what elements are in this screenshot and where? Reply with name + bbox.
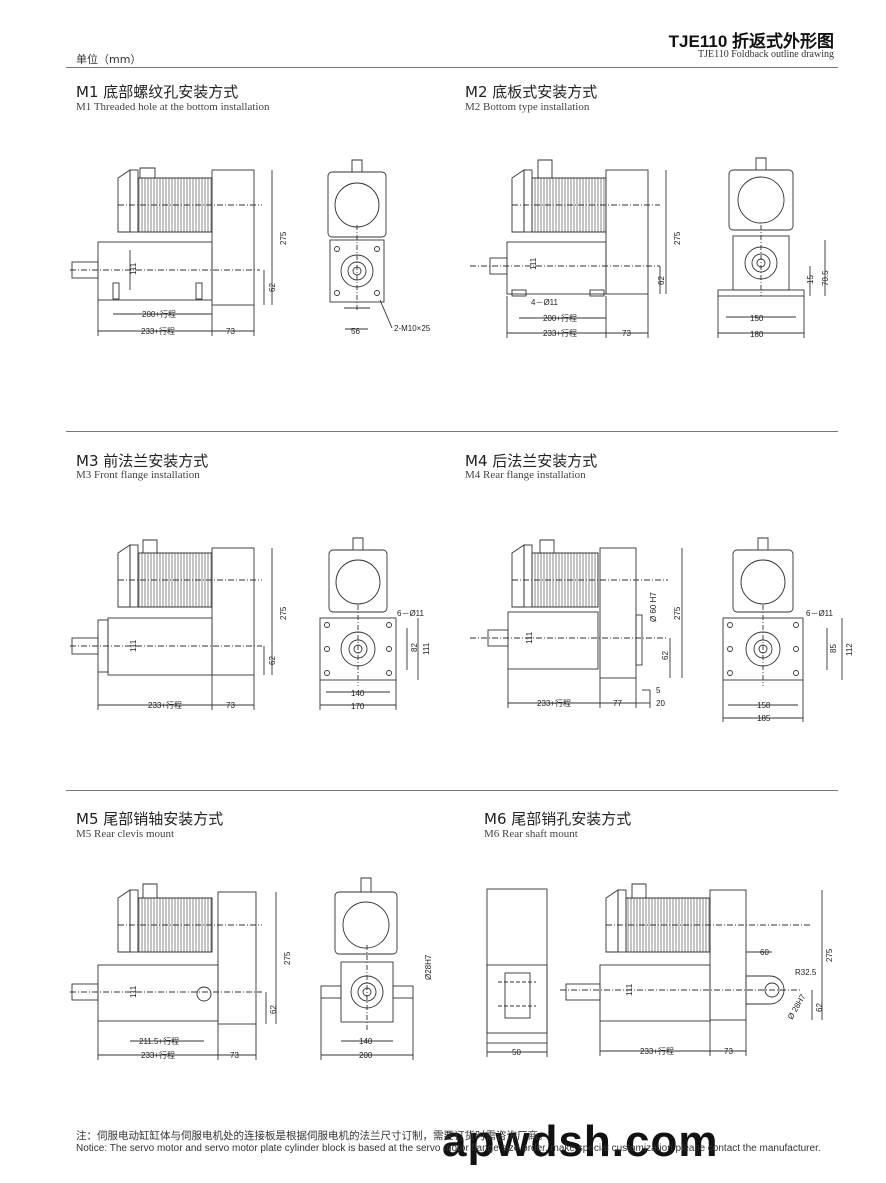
m3-dim-w2: 170 xyxy=(351,702,365,711)
m5-title: M5 尾部销轴安装方式 xyxy=(76,810,224,828)
m4-title: M4 后法兰安装方式 xyxy=(465,452,598,470)
m1-title: M1 底部螺纹孔安装方式 xyxy=(76,83,239,101)
m1-dim-axis: 62 xyxy=(268,283,277,292)
m2-dim-w2: 180 xyxy=(750,330,764,339)
m6-dim-height: 275 xyxy=(825,948,834,962)
m6-dim-bore: 111 xyxy=(625,983,634,996)
m2-dim-len1: 200+行程 xyxy=(543,313,577,323)
m2-dim-h1: 15 xyxy=(806,275,815,284)
page-subtitle: TJE110 Foldback outline drawing xyxy=(698,49,834,60)
m5-dim-w2: 200 xyxy=(359,1051,373,1060)
m1-dim-bore: 111 xyxy=(129,262,138,275)
m4-dim-bore: 111 xyxy=(525,631,534,644)
footer-note-en: Notice: The servo motor and servo motor … xyxy=(76,1143,821,1154)
m4-dim-h2: 112 xyxy=(845,643,854,656)
m6-plan-view xyxy=(486,888,548,1057)
m4-dim-tail: 77 xyxy=(613,699,622,708)
m3-dim-tail: 73 xyxy=(226,701,235,710)
m2-title: M2 底板式安装方式 xyxy=(465,83,598,101)
m6-side-view xyxy=(560,883,823,1056)
m1-dim-w: 56 xyxy=(351,327,360,336)
m6-dim-pin: Ø 28H7 xyxy=(786,992,808,1021)
m6-dim-axis: 62 xyxy=(815,1003,824,1012)
m3-dim-height: 275 xyxy=(279,606,288,620)
m4-dim-t1: 5 xyxy=(656,686,661,695)
footer-note-zh: 注：伺服电动缸缸体与伺服电机处的连接板是根据伺服电机的法兰尺寸订制，需要订货时需… xyxy=(76,1130,549,1142)
m1-side-view xyxy=(70,167,273,336)
m2-subtitle: M2 Bottom type installation xyxy=(465,101,590,113)
m3-dim-len: 233+行程 xyxy=(148,700,182,710)
m5-dim-height: 275 xyxy=(283,951,292,965)
m2-dim-height: 275 xyxy=(673,231,682,245)
m5-subtitle: M5 Rear clevis mount xyxy=(76,828,175,840)
m4-dim-fit: Ø 60 H7 xyxy=(649,592,658,622)
m1-end-view xyxy=(327,159,393,330)
m5-dim-bore: 111 xyxy=(129,985,138,998)
m3-side-view xyxy=(70,539,273,710)
m3-dim-h1: 82 xyxy=(410,643,419,652)
m3-dim-axis: 62 xyxy=(268,656,277,665)
m6-dim-r: R32.5 xyxy=(795,968,817,977)
page-title: TJE110 折返式外形图 xyxy=(668,32,834,51)
m5-dim-axis: 62 xyxy=(269,1005,278,1014)
m1-dim-height: 275 xyxy=(279,231,288,245)
m2-dim-len2: 233+行程 xyxy=(543,328,577,338)
m4-end-view xyxy=(722,537,843,722)
m2-dim-bore: 111 xyxy=(529,257,538,270)
m5-dim-len2: 233+行程 xyxy=(141,1050,175,1060)
m3-dim-h2: 111 xyxy=(422,642,431,655)
m5-dim-pin: Ø28H7 xyxy=(424,954,433,980)
m2-dim-h2: 70.5 xyxy=(821,270,830,286)
header-rule xyxy=(66,67,838,68)
m4-dim-h1: 85 xyxy=(829,644,838,653)
m4-dim-hole: 6－Ø11 xyxy=(806,609,834,618)
section-divider-2 xyxy=(66,790,838,791)
watermark-text: apwdsh.com xyxy=(442,1117,719,1166)
m2-end-view xyxy=(717,157,826,338)
m2-dim-hole: 4－Ø11 xyxy=(531,298,559,307)
m6-dim-len: 233+行程 xyxy=(640,1046,674,1056)
m4-dim-height: 275 xyxy=(673,606,682,620)
m5-dim-len1: 211.5+行程 xyxy=(139,1036,179,1046)
m4-dim-w1: 158 xyxy=(757,701,771,710)
m4-dim-axis: 62 xyxy=(661,651,670,660)
m1-dim-screw: 2-M10×25 xyxy=(394,324,431,333)
m4-dim-w2: 185 xyxy=(757,714,771,723)
m6-dim-off: 60 xyxy=(760,948,769,957)
m4-subtitle: M4 Rear flange installation xyxy=(465,469,586,481)
m1-dim-len2: 233+行程 xyxy=(141,326,175,336)
m6-subtitle: M6 Rear shaft mount xyxy=(484,828,578,840)
m4-dim-len: 233+行程 xyxy=(537,698,571,708)
m2-dim-w1: 150 xyxy=(750,314,764,323)
m2-dim-tail: 73 xyxy=(622,329,631,338)
m5-dim-w1: 140 xyxy=(359,1037,373,1046)
m6-title: M6 尾部销孔安装方式 xyxy=(484,810,632,828)
m5-dim-tail: 73 xyxy=(230,1051,239,1060)
m4-side-view xyxy=(470,539,683,708)
m1-dim-tail: 73 xyxy=(226,327,235,336)
m3-end-view xyxy=(319,537,419,710)
m6-dim-tail: 73 xyxy=(724,1047,733,1056)
m5-side-view xyxy=(70,883,277,1060)
m6-dim-w: 50 xyxy=(512,1048,521,1057)
section-divider-1 xyxy=(66,431,838,432)
m2-dim-axis: 62 xyxy=(657,276,666,285)
m1-subtitle: M1 Threaded hole at the bottom installat… xyxy=(76,101,270,113)
m3-dim-w1: 140 xyxy=(351,689,365,698)
m3-title: M3 前法兰安装方式 xyxy=(76,452,209,470)
unit-label: 单位（mm） xyxy=(76,53,142,66)
m4-dim-t2: 20 xyxy=(656,699,665,708)
m3-dim-hole: 6－Ø11 xyxy=(397,609,425,618)
m3-subtitle: M3 Front flange installation xyxy=(76,469,200,481)
m1-dim-len1: 200+行程 xyxy=(142,309,176,319)
m3-dim-bore: 111 xyxy=(129,639,138,652)
m5-end-view xyxy=(320,877,414,1060)
m2-side-view xyxy=(470,159,667,338)
